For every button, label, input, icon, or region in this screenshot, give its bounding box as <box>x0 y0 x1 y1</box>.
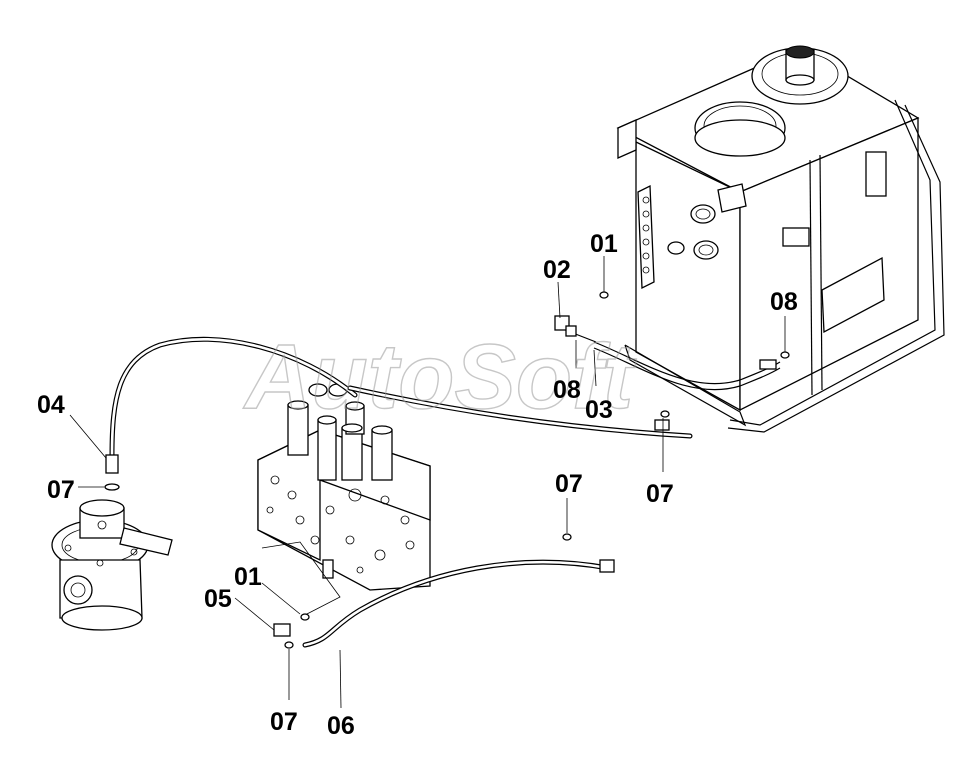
hydraulic-tank <box>593 45 945 433</box>
leader-lines <box>69 256 786 709</box>
hose-upper-long <box>347 385 693 439</box>
callout-08-tee: 08 <box>770 288 798 316</box>
callouts: 01 02 08 08 03 04 07 07 07 01 05 07 06 <box>37 230 798 740</box>
swing-motor <box>51 499 173 631</box>
callout-08-center: 08 <box>553 376 581 404</box>
callout-01-tank-port: 01 <box>590 230 618 258</box>
callout-05: 05 <box>204 585 232 613</box>
hose-04 <box>105 336 358 474</box>
callout-03: 03 <box>585 396 613 424</box>
watermark-text: AutoSoft <box>243 326 637 428</box>
callout-02: 02 <box>543 256 571 284</box>
callout-07-right: 07 <box>646 480 674 508</box>
callout-07-lower-hose: 07 <box>555 470 583 498</box>
callout-01-valve: 01 <box>234 563 262 591</box>
callout-06: 06 <box>327 712 355 740</box>
hose-03 <box>554 315 597 343</box>
control-valve <box>257 383 431 616</box>
callout-07-motor: 07 <box>47 476 75 504</box>
hose-06 <box>273 559 615 648</box>
o-rings <box>104 291 790 649</box>
callout-04: 04 <box>37 391 65 419</box>
callout-07-bottom: 07 <box>270 708 298 736</box>
